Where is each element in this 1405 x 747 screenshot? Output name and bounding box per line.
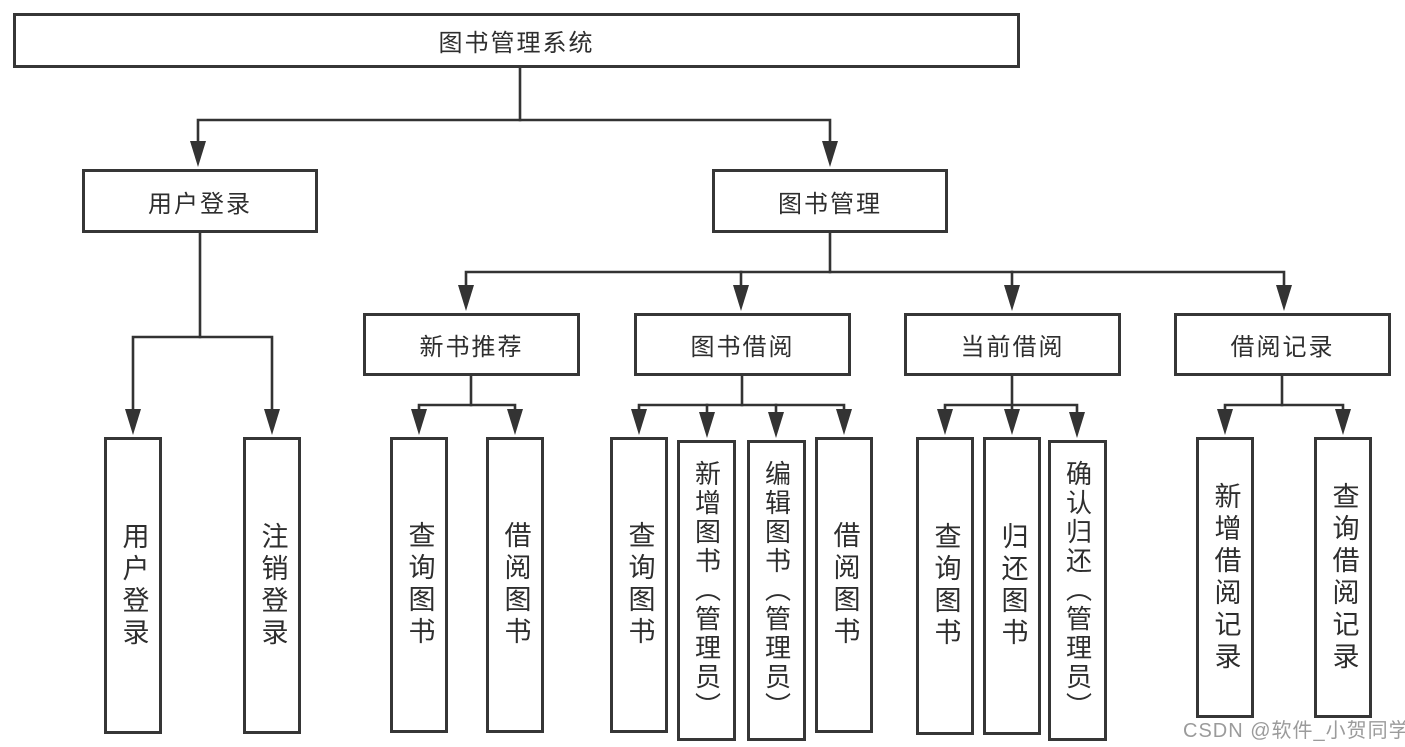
node-current-borrowing: 当前借阅 xyxy=(904,313,1121,376)
node-book-borrowing: 图书借阅 xyxy=(634,313,851,376)
leaf-edit-books-admin: 编辑图书（管理员） xyxy=(747,440,806,741)
leaf-add-borrow-record: 新增借阅记录 xyxy=(1196,437,1254,718)
node-borrow-records: 借阅记录 xyxy=(1174,313,1391,376)
node-user-login: 用户登录 xyxy=(82,169,318,233)
node-library-system: 图书管理系统 xyxy=(13,13,1020,68)
leaf-query-books-current: 查询图书 xyxy=(916,437,974,735)
leaf-query-borrow-record: 查询借阅记录 xyxy=(1314,437,1372,718)
leaf-query-books-borrowing: 查询图书 xyxy=(610,437,668,733)
leaf-query-books-recommend: 查询图书 xyxy=(390,437,448,733)
node-book-management: 图书管理 xyxy=(712,169,948,233)
leaf-confirm-return-admin: 确认归还（管理员） xyxy=(1048,440,1107,741)
leaf-borrow-books-borrowing: 借阅图书 xyxy=(815,437,873,733)
leaf-add-books-admin: 新增图书（管理员） xyxy=(677,440,736,741)
leaf-logout: 注销登录 xyxy=(243,437,301,734)
leaf-borrow-books-recommend: 借阅图书 xyxy=(486,437,544,733)
leaf-return-books: 归还图书 xyxy=(983,437,1041,735)
leaf-user-login: 用户登录 xyxy=(104,437,162,734)
csdn-watermark: CSDN @软件_小贺同学 xyxy=(1183,720,1405,742)
node-new-book-recommend: 新书推荐 xyxy=(363,313,580,376)
